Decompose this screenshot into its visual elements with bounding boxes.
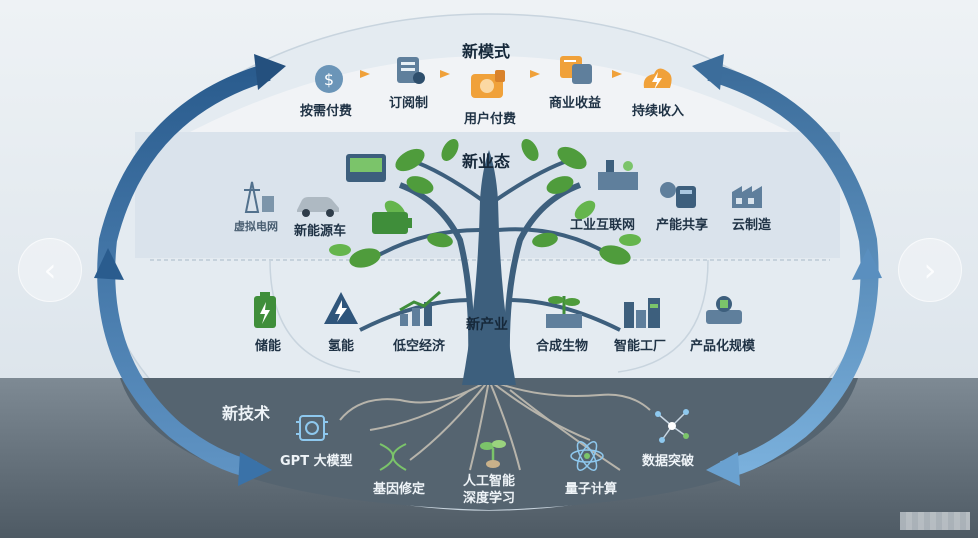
- dna-icon: [379, 443, 407, 471]
- tech-item-label: 数据突破: [642, 454, 695, 469]
- mode-item-label: 持续收入: [632, 104, 685, 119]
- smart-factory-icon: [624, 298, 660, 328]
- industry-item-label: 氢能: [328, 339, 355, 354]
- hydrogen-icon: [324, 292, 358, 324]
- battery-module-icon: [372, 212, 412, 234]
- chevron-left-icon: ‹: [43, 251, 57, 289]
- mode-item-label: 用户付费: [464, 112, 517, 127]
- svg-text:$: $: [324, 70, 334, 89]
- business-item-label: 虚拟电网: [234, 220, 278, 233]
- production-line-icon: [706, 296, 742, 324]
- industry-item-label: 产品化规模: [690, 339, 756, 354]
- server-screen-icon: [346, 154, 386, 182]
- mode-title: 新模式: [462, 42, 511, 61]
- business-item-label: 工业互联网: [570, 218, 636, 233]
- left-cycle-arrow: [97, 63, 271, 479]
- tree-roots: [339, 379, 651, 471]
- industry-item-label: 储能: [255, 339, 282, 354]
- next-slide-button[interactable]: ›: [898, 238, 962, 302]
- battery-storage-icon: [254, 292, 276, 328]
- industry-title: 新产业: [466, 317, 508, 333]
- growth-chart-icon: [399, 290, 441, 326]
- user-payment-icon: [471, 70, 505, 98]
- factory-robot-icon: [598, 160, 638, 190]
- electric-car-icon: [297, 197, 339, 217]
- industry-item-label: 智能工厂: [614, 339, 667, 354]
- power-tower-icon: [244, 181, 274, 213]
- quantum-atom-icon: [570, 441, 604, 471]
- seedling-icon: [480, 440, 506, 468]
- cloud-manufacturing-icon: [732, 186, 762, 208]
- mode-item-label: 订阅制: [389, 96, 429, 111]
- tech-item-label: 基因修定: [373, 482, 426, 497]
- tech-item-label: 人工智能: [463, 474, 516, 489]
- tech-item-label: GPT 大模型: [280, 454, 353, 469]
- subscription-icon: [397, 57, 425, 84]
- chevron-right-icon: ›: [923, 251, 937, 289]
- industry-item-label: 合成生物: [536, 339, 589, 354]
- business-revenue-icon: [560, 56, 592, 84]
- mode-item-label: 商业收益: [549, 96, 602, 111]
- business-item-label: 云制造: [732, 218, 772, 233]
- business-title: 新业态: [462, 152, 511, 171]
- tree-leaves: [329, 139, 641, 268]
- mode-item-label: 按需付费: [300, 104, 353, 119]
- watermark: [900, 512, 970, 530]
- business-item-label: 新能源车: [294, 224, 347, 239]
- plant-lab-icon: [546, 296, 582, 328]
- industry-item-label: 低空经济: [393, 339, 446, 354]
- dollar-coin-icon: $: [315, 65, 343, 93]
- ai-chip-icon: [296, 415, 328, 441]
- prev-slide-button[interactable]: ‹: [18, 238, 82, 302]
- tech-title: 新技术: [222, 404, 271, 423]
- lightning-cloud-icon: [643, 68, 672, 90]
- tech-item-label: 深度学习: [463, 491, 516, 506]
- right-cycle-arrow: [707, 63, 879, 479]
- tree-trunk: [462, 150, 516, 385]
- capacity-sharing-icon: [660, 182, 696, 208]
- tech-item-label: 量子计算: [565, 482, 618, 497]
- business-item-label: 产能共享: [656, 218, 709, 233]
- data-network-icon: [655, 409, 689, 443]
